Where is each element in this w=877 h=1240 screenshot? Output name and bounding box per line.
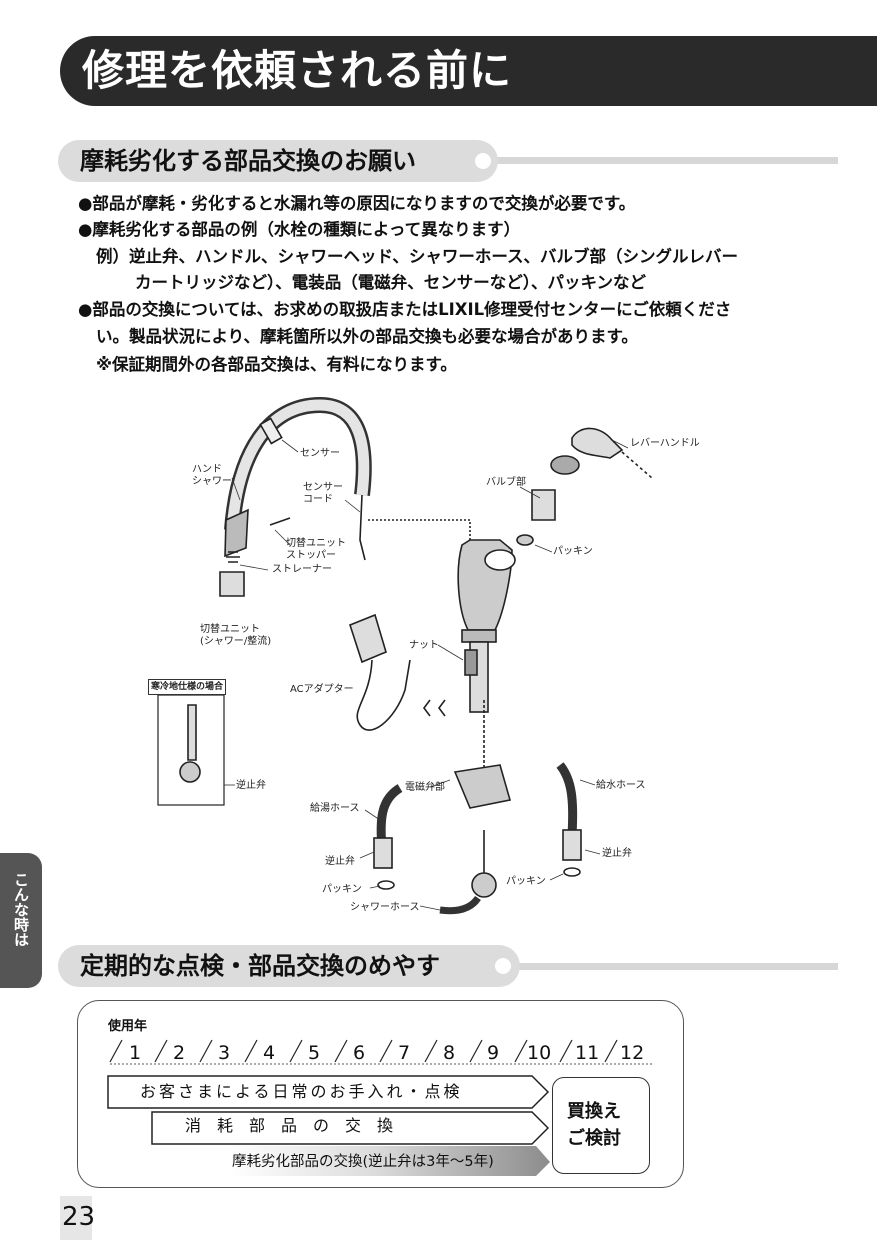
body-line: 例）逆止弁、ハンドル、シャワーヘッド、シャワーホース、バルブ部（シングルレバー (96, 247, 739, 266)
year-8: 8 (443, 1042, 456, 1064)
bar-wear-parts (230, 1146, 550, 1176)
sensor-window (259, 417, 283, 445)
heading-dot (475, 153, 491, 169)
section-heading-pill (58, 140, 498, 182)
body-line: ●部品の交換については、お求めの取扱店またはLIXIL修理受付センターにご依頼く… (78, 300, 732, 319)
year-6: 6 (353, 1042, 366, 1064)
section-divider (470, 157, 838, 164)
body-line: ※保証期間外の各部品交換は、有料になります。 (96, 355, 457, 374)
label-shower-hose: シャワーホース (350, 902, 420, 913)
lever-handle (571, 427, 624, 459)
label-sensor-cord: センサー コード (303, 482, 343, 505)
year-3: 3 (218, 1042, 231, 1064)
timeline-bars (107, 1075, 550, 1176)
timeline-box (77, 1000, 684, 1188)
year-7: 7 (398, 1042, 411, 1064)
spout-hose (224, 396, 372, 531)
label-check-valve: 逆止弁 (602, 848, 632, 859)
ac-adapter (349, 613, 387, 664)
solenoid-valve (453, 764, 512, 809)
label-cold-hose: 給水ホース (596, 780, 646, 791)
year-12: 12 (620, 1042, 645, 1064)
year-slashes (109, 1039, 652, 1065)
label-switch-unit: 切替ユニット (シャワー/整流) (200, 624, 272, 647)
body-line: ●部品が摩耗・劣化すると水漏れ等の原因になりますので交換が必要です。 (78, 194, 636, 213)
side-tab[interactable] (0, 853, 42, 988)
faucet-diagram (157, 396, 653, 915)
year-2: 2 (173, 1042, 186, 1064)
hand-shower (224, 508, 249, 558)
replace-box (552, 1077, 650, 1174)
section-heading: 定期的な点検・部品交換のめやす (80, 952, 440, 980)
replace-line-2: ご検討 (567, 1128, 621, 1149)
year-10: 10 (527, 1042, 552, 1064)
year-11: 11 (575, 1042, 600, 1064)
label-ac-adapter: ACアダプター (290, 684, 354, 695)
page-title: 修理を依頼される前に (82, 46, 513, 95)
side-tab-label: こんな時は (12, 872, 30, 947)
label-switch-stopper: 切替ユニット ストッパー (286, 538, 346, 561)
label-check-valve: 逆止弁 (325, 856, 355, 867)
label-packing: パッキン (553, 546, 593, 557)
bar-consumable (151, 1111, 550, 1145)
year-4: 4 (263, 1042, 276, 1064)
section-heading: 摩耗劣化する部品交換のお願い (80, 147, 416, 175)
usage-years-label: 使用年 (108, 1019, 148, 1034)
label-packing: パッキン (322, 884, 362, 895)
label-strainer: ストレーナー (272, 564, 332, 575)
switch-unit (219, 571, 245, 597)
bar-wear-label: 摩耗劣化部品の交換(逆止弁は3年〜5年) (232, 1154, 494, 1170)
year-5: 5 (308, 1042, 321, 1064)
bar-daily-care (107, 1075, 550, 1109)
page-number: 23 (62, 1202, 96, 1232)
section-divider (490, 963, 838, 970)
label-hand-shower: ハンド シャワー (192, 464, 232, 487)
label-hot-hose: 給湯ホース (310, 803, 360, 814)
replace-line-1: 買換え (567, 1101, 621, 1122)
label-valve: バルブ部 (486, 477, 526, 488)
title-banner (60, 36, 877, 106)
body-line: い。製品状況により、摩耗箇所以外の部品交換も必要な場合があります。 (96, 327, 638, 346)
valve-cartridge (531, 489, 556, 521)
label-packing: パッキン (506, 876, 546, 887)
label-check-valve: 逆止弁 (236, 780, 266, 791)
year-1: 1 (129, 1042, 142, 1064)
section-heading-pill (58, 945, 520, 987)
label-nut: ナット (409, 640, 439, 651)
label-solenoid: 電磁弁部 (405, 782, 445, 793)
body-line: ●摩耗劣化する部品の例（水栓の種類によって異なります） (78, 220, 521, 239)
label-cold-region: 寒冷地仕様の場合 (148, 679, 227, 695)
label-lever-handle: レバーハンドル (630, 438, 700, 449)
bar-daily-label: お客さまによる日常のお手入れ・点検 (140, 1082, 463, 1101)
heading-dot (495, 958, 511, 974)
body-line: カートリッジなど）、電装品（電磁弁、センサーなど）、パッキンなど (135, 273, 647, 292)
nut (464, 649, 478, 676)
page-number-tab (60, 1196, 92, 1240)
year-9: 9 (487, 1042, 500, 1064)
label-sensor: センサー (300, 448, 340, 459)
bar-consumable-label: 消 耗 部 品 の 交 換 (185, 1116, 394, 1135)
